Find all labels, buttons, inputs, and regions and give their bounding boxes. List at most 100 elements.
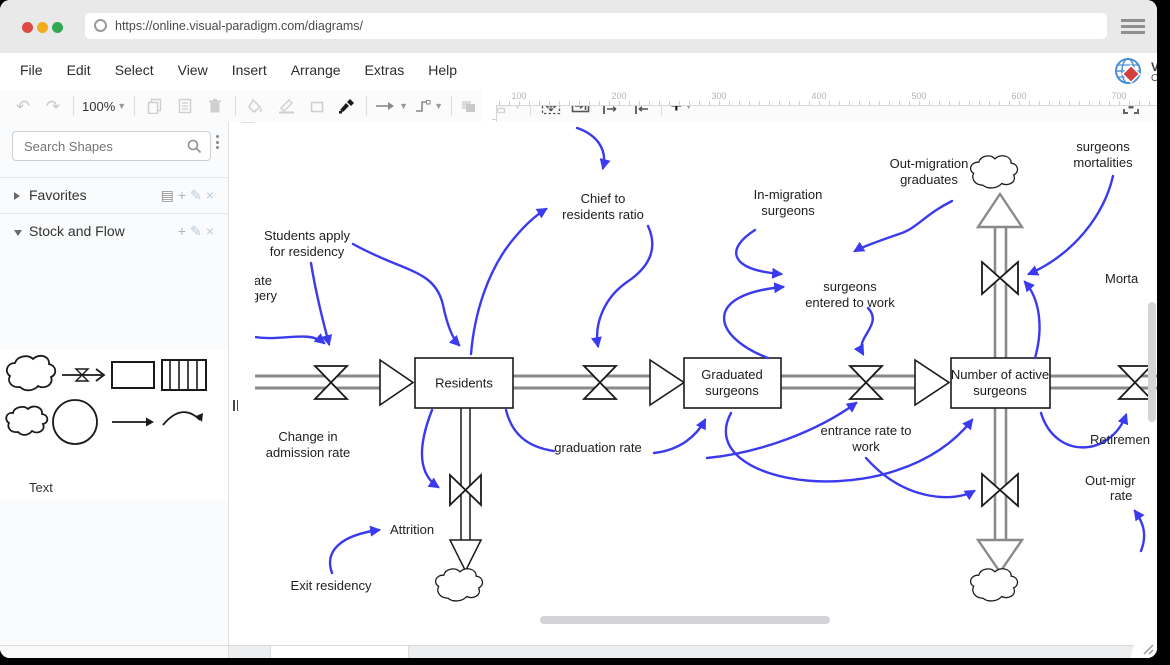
label-change-admission[interactable]: admission rate xyxy=(266,445,351,460)
redo-icon[interactable]: ↷ xyxy=(41,94,65,118)
section-label[interactable]: Favorites xyxy=(29,187,87,203)
cloud-source-sink[interactable] xyxy=(971,156,1018,188)
menu-arrange[interactable]: Arrange xyxy=(279,53,353,78)
url-text[interactable]: https://online.visual-paradigm.com/diagr… xyxy=(115,19,363,33)
palette-conveyor-shape[interactable] xyxy=(162,360,206,390)
doc-icon[interactable]: ▤ xyxy=(161,187,178,203)
cloud-source-sink[interactable] xyxy=(971,569,1018,601)
connector[interactable] xyxy=(255,336,324,343)
stock-label[interactable]: Number of active xyxy=(951,367,1049,382)
connector[interactable] xyxy=(1135,511,1144,551)
label-out-migration-graduates[interactable]: Out-migration xyxy=(890,156,969,171)
panel-kebab-menu-icon[interactable] xyxy=(216,135,220,152)
connector[interactable] xyxy=(1025,282,1040,358)
browser-menu-icon[interactable] xyxy=(1121,19,1145,34)
connector[interactable] xyxy=(353,244,459,345)
line-color-icon[interactable] xyxy=(274,94,298,118)
url-bar[interactable]: https://online.visual-paradigm.com/diagr… xyxy=(85,13,1107,39)
section-stock-and-flow[interactable]: Stock and Flow +✎× xyxy=(0,213,228,250)
flow-arrowhead[interactable] xyxy=(915,360,949,405)
connector[interactable] xyxy=(471,209,546,354)
zoom-window-button[interactable] xyxy=(52,22,63,33)
flow-arrowhead[interactable] xyxy=(650,360,684,405)
stock-label[interactable]: surgeons xyxy=(705,383,759,398)
label-entrance-rate[interactable]: work xyxy=(851,439,880,454)
label-students-apply[interactable]: for residency xyxy=(270,244,345,259)
collapse-triangle-icon[interactable] xyxy=(14,192,20,200)
label-surgeons-mortalities[interactable]: mortalities xyxy=(1073,155,1133,170)
section-label[interactable]: Stock and Flow xyxy=(29,223,125,239)
label-students-apply[interactable]: Students apply xyxy=(264,228,351,243)
label-surgeons-entered[interactable]: entered to work xyxy=(805,295,895,310)
close-window-button[interactable] xyxy=(22,22,33,33)
stock-label[interactable]: surgeons xyxy=(973,383,1027,398)
stock-label[interactable]: Residents xyxy=(435,376,493,391)
palette-circle-shape[interactable] xyxy=(53,400,97,444)
undo-icon[interactable]: ↶ xyxy=(11,94,35,118)
connector[interactable] xyxy=(597,226,652,346)
palette-cloud2-shape[interactable] xyxy=(6,407,47,435)
label-surgeons-entered[interactable]: surgeons xyxy=(823,279,877,294)
flow-arrowhead-down[interactable] xyxy=(450,540,481,571)
vertical-scrollbar[interactable] xyxy=(1148,302,1156,422)
label-chief-ratio[interactable]: Chief to xyxy=(581,191,626,206)
horizontal-scrollbar[interactable] xyxy=(540,616,830,624)
elbow-connector-icon[interactable]: ▼ xyxy=(414,94,443,118)
label-mortality-clipped[interactable]: Morta xyxy=(1105,271,1139,286)
connector[interactable] xyxy=(311,263,329,344)
search-input[interactable] xyxy=(22,138,186,155)
label-surgeons-mortalities[interactable]: surgeons xyxy=(1076,139,1130,154)
trash-icon[interactable] xyxy=(203,94,227,118)
label-clipped-left[interactable]: rate xyxy=(255,273,272,288)
cloud-source-sink[interactable] xyxy=(436,569,483,601)
label-outmigr-rate-clipped[interactable]: rate xyxy=(1110,488,1132,503)
label-out-migration-graduates[interactable]: graduates xyxy=(900,172,958,187)
connector[interactable] xyxy=(654,420,705,453)
close-x-icon[interactable]: × xyxy=(206,187,218,203)
menu-insert[interactable]: Insert xyxy=(220,53,279,78)
connector[interactable] xyxy=(866,458,974,497)
diagram-canvas[interactable]: Residents Graduated surgeons Number of a… xyxy=(255,122,1157,645)
pencil-icon[interactable]: ✎ xyxy=(190,187,206,203)
palette-stock-shape[interactable] xyxy=(112,362,154,388)
section-favorites[interactable]: Favorites ▤+✎× xyxy=(0,177,228,214)
minimize-window-button[interactable] xyxy=(37,22,48,33)
valve-mortality[interactable] xyxy=(982,262,1018,294)
connector[interactable] xyxy=(577,128,604,168)
menu-select[interactable]: Select xyxy=(103,53,166,78)
search-shapes-input[interactable] xyxy=(12,131,211,161)
menu-file[interactable]: File xyxy=(8,53,55,78)
connector-arrow-icon[interactable]: ▼ xyxy=(375,94,408,118)
flow-arrowhead-up[interactable] xyxy=(978,194,1022,227)
label-entrance-rate[interactable]: entrance rate to xyxy=(820,423,911,438)
label-exit-residency[interactable]: Exit residency xyxy=(291,578,372,593)
valve-outmigration[interactable] xyxy=(982,474,1018,506)
menu-edit[interactable]: Edit xyxy=(55,53,103,78)
connector[interactable] xyxy=(861,308,873,354)
copy-icon[interactable] xyxy=(143,94,167,118)
label-attrition[interactable]: Attrition xyxy=(390,522,434,537)
label-graduation-rate[interactable]: graduation rate xyxy=(554,440,641,455)
label-retirement-clipped[interactable]: Retiremen xyxy=(1090,432,1150,447)
connector[interactable] xyxy=(855,201,952,251)
valve-graduation[interactable] xyxy=(584,366,616,399)
valve-attrition[interactable] xyxy=(450,475,481,505)
menu-extras[interactable]: Extras xyxy=(353,53,417,78)
palette-arrow-shape[interactable] xyxy=(112,418,154,427)
plus-icon[interactable]: + xyxy=(178,187,190,203)
pencil-icon[interactable]: ✎ xyxy=(190,223,206,239)
label-in-migration[interactable]: surgeons xyxy=(761,203,815,218)
vertical-flow-pipe-left[interactable] xyxy=(461,408,470,540)
menu-help[interactable]: Help xyxy=(416,53,469,78)
flow-arrowhead-down[interactable] xyxy=(978,540,1022,572)
fill-color-icon[interactable] xyxy=(244,94,268,118)
close-x-icon[interactable]: × xyxy=(206,223,218,239)
palette-arc-shape[interactable] xyxy=(163,412,203,425)
connector[interactable] xyxy=(724,287,783,358)
valve-retirement[interactable] xyxy=(1119,366,1151,399)
expand-triangle-icon[interactable] xyxy=(14,230,22,236)
valve-admission[interactable] xyxy=(315,366,347,399)
label-in-migration[interactable]: In-migration xyxy=(754,187,823,202)
zoom-dropdown[interactable]: 100%▼ xyxy=(82,94,126,118)
label-change-admission[interactable]: Change in xyxy=(278,429,337,444)
